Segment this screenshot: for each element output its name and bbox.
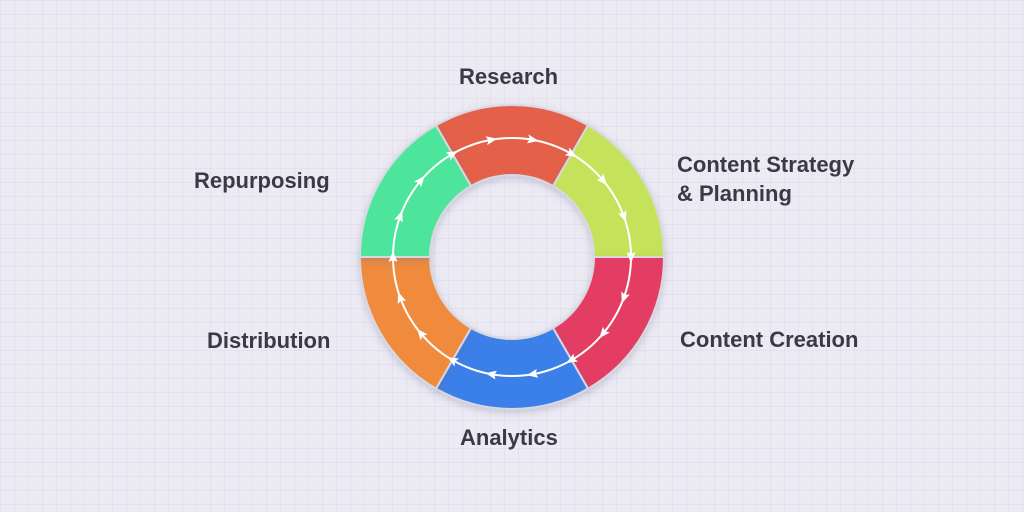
arrowhead-icon [621,291,630,304]
arrowhead-icon [394,210,403,223]
label-content-strategy-line2: & Planning [677,181,792,206]
label-distribution: Distribution [207,328,331,353]
arrowhead-icon [564,147,577,157]
label-content-strategy: Content Strategy & Planning [677,150,854,208]
arrowhead-icon [447,357,460,367]
arrowhead-icon [485,136,498,146]
arrowhead-icon [485,370,498,380]
arrowhead-icon [599,326,610,339]
arrowhead-icon [617,210,627,222]
label-repurposing: Repurposing [194,168,330,193]
arrowhead-icon [526,368,539,378]
segment-repurposing [358,123,473,258]
label-research: Research [459,64,559,89]
arrowhead-icon [596,173,608,186]
arrowhead-icon [445,150,458,161]
label-content-strategy-line1: Content Strategy [677,152,855,177]
arrowhead-icon [414,175,425,188]
arrowhead-icon [397,292,407,304]
arrowhead-icon [526,134,539,144]
arrowhead-icon [388,251,398,262]
arrowhead-icon [416,328,428,341]
label-analytics: Analytics [460,425,558,450]
arrowhead-icon [566,353,579,364]
label-content-creation: Content Creation [680,327,859,352]
arrowhead-icon [626,252,636,263]
